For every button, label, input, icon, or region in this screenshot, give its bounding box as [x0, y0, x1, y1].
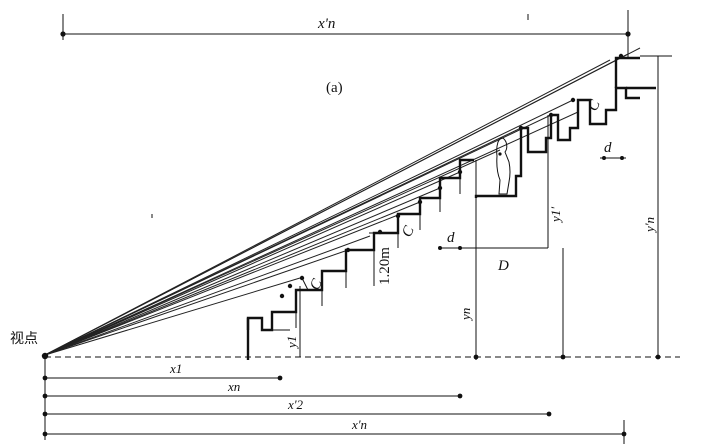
- sightlines: [44, 47, 641, 356]
- label-d-upper: d: [604, 140, 612, 156]
- label-c-upper: C: [585, 97, 604, 114]
- label-y1-prime: y1': [548, 207, 563, 224]
- eye-points-upper: [518, 53, 624, 131]
- panel-label: (a): [326, 80, 343, 96]
- d-dimension-upper: d: [600, 140, 626, 160]
- d-dimension-lower: d D: [438, 230, 548, 274]
- label-yn-prime: y'n: [642, 217, 657, 234]
- viewpoint-label: 视点: [10, 331, 38, 347]
- stepped-seating-lower: [246, 158, 474, 360]
- top-dimension-label: x'n: [317, 16, 335, 32]
- label-c-middle: C: [399, 223, 418, 240]
- vertical-dimensions: y1 yn y1' y'n: [284, 55, 672, 360]
- dim-xn-prime-label: x'n: [351, 417, 367, 432]
- dim-x1-label: x1: [169, 361, 182, 376]
- height-dimension: 1.20m: [369, 232, 393, 286]
- bottom-dimensions: x1 xn x'2 x'n: [42, 358, 627, 444]
- height-label: 1.20m: [377, 247, 393, 285]
- dim-x2-prime-label: x'2: [287, 397, 304, 412]
- viewpoint-dot: [41, 352, 49, 360]
- label-y1: y1: [284, 336, 299, 350]
- label-d-lower: d: [447, 230, 455, 246]
- eye-points-lower: [279, 169, 463, 299]
- top-dimension: x'n: [60, 10, 631, 58]
- person-figure: [496, 137, 511, 195]
- dim-xn-label: xn: [227, 379, 240, 394]
- label-yn: yn: [458, 308, 473, 322]
- label-D: D: [497, 258, 509, 274]
